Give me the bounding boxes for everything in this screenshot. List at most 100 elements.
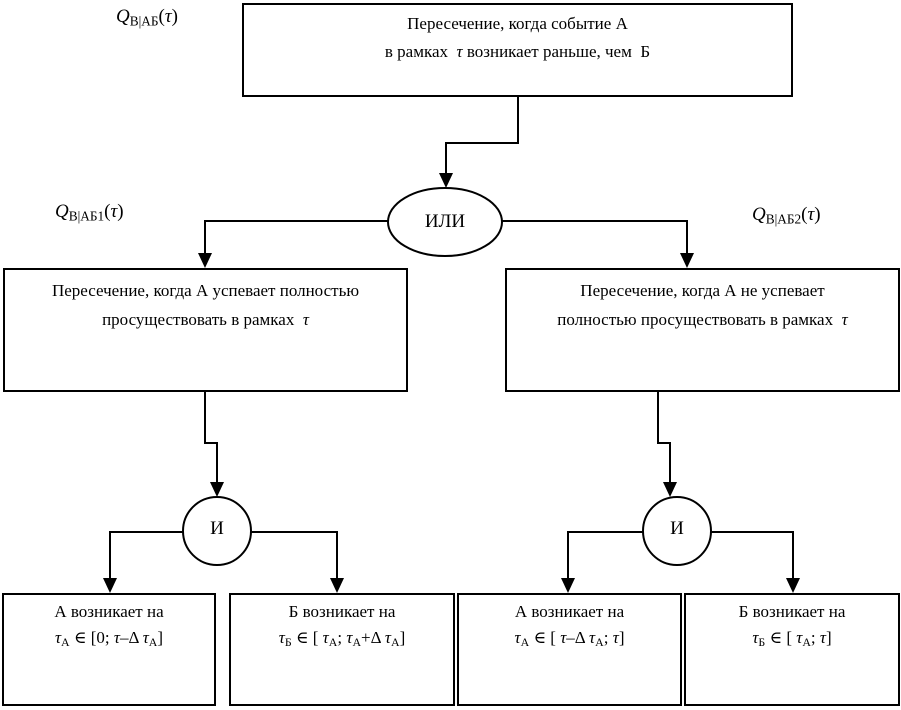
box-leaf-b-occurs-interval-1: Б возникает на τБ ∈ [ τА; τА+Δ τА] (229, 593, 455, 706)
text-segment: τ (54, 628, 62, 647)
text-segment: просуществовать в рамках (102, 310, 303, 329)
and-right-node-label: И (670, 518, 684, 539)
arrowhead-into-and-right (663, 482, 677, 497)
connector-and-right-to-leaf3 (567, 531, 643, 579)
formula-label-q-right-branch: QВ|АБ2(τ) (752, 204, 821, 227)
or-node-label: ИЛИ (424, 211, 466, 232)
box-a-does-not-complete-in-time: Пересечение, когда А не успевает полност… (505, 268, 900, 392)
text-segment: τ (819, 628, 826, 647)
text-segment: τ (514, 628, 521, 647)
text-segment: τ (752, 628, 759, 647)
box-text-line: в рамках τ возникает раньше, чем Б (244, 38, 791, 66)
text-segment: τ (589, 628, 596, 647)
text-segment: Б возникает на (738, 602, 846, 621)
connector-root-to-or (445, 97, 519, 174)
text-segment: ; (810, 628, 820, 647)
box-formula-line: τБ ∈ [ τА; τА+Δ τА] (231, 625, 453, 655)
text-segment: В|АБ1 (68, 208, 105, 224)
connector-right-box-to-and (657, 392, 671, 483)
text-segment: τ (322, 628, 329, 647)
text-segment: τ (302, 310, 309, 329)
box-text-line: полностью просуществовать в рамках τ (507, 305, 898, 334)
text-segment: τ (841, 310, 848, 329)
connector-or-to-right-box (502, 220, 688, 254)
text-segment: А (61, 634, 70, 649)
or-node-ellipse (387, 187, 503, 257)
text-segment: τ (456, 42, 463, 61)
arrowhead-into-leaf4 (786, 578, 800, 593)
text-segment: возникает раньше, чем Б (462, 42, 651, 61)
text-segment: В|АБ (129, 13, 159, 29)
connector-or-to-left-box (204, 220, 388, 254)
text-segment: ( (158, 6, 165, 27)
text-segment: τ (110, 201, 118, 222)
arrowhead-into-and-left (210, 482, 224, 497)
box-formula-line: τА ∈ [ τ–Δ τА; τ] (459, 625, 680, 655)
text-segment: τ (346, 628, 353, 647)
text-segment: ] (157, 628, 164, 647)
arrowhead-into-or (439, 173, 453, 188)
text-segment: Б возникает на (288, 602, 396, 621)
box-leaf-a-occurs-interval-1: А возникает на τА ∈ [0; τ–Δ τА] (2, 593, 216, 706)
text-segment: –Δ (566, 628, 590, 647)
text-segment: ) (814, 204, 821, 225)
box-formula-line: τА ∈ [0; τ–Δ τА] (4, 625, 214, 655)
text-segment: +Δ (361, 628, 385, 647)
arrowhead-into-leaf1 (103, 578, 117, 593)
box-text-line: Б возникает на (686, 599, 898, 625)
text-segment: τ (113, 628, 120, 647)
text-segment: τ (142, 628, 149, 647)
text-segment: ( (104, 201, 111, 222)
text-segment: τ (796, 628, 803, 647)
text-segment: Б (284, 634, 292, 649)
box-leaf-a-occurs-interval-2: А возникает на τА ∈ [ τ–Δ τА; τ] (457, 593, 682, 706)
box-intersection-root: Пересечение, когда событие А в рамках τ … (242, 3, 793, 97)
text-segment: ; (603, 628, 613, 647)
text-segment: ∈ [ (765, 628, 797, 647)
box-text-line: А возникает на (4, 599, 214, 625)
and-left-node-label: И (210, 518, 224, 539)
text-segment: Б (758, 634, 766, 649)
connector-and-right-to-leaf4 (711, 531, 794, 579)
arrowhead-into-left-box (198, 253, 212, 268)
text-segment: А (390, 634, 400, 649)
text-segment: А возникает на (514, 602, 625, 621)
text-segment: –Δ (119, 628, 143, 647)
box-formula-line: τБ ∈ [ τА; τ] (686, 625, 898, 655)
text-segment: Q (116, 6, 130, 27)
text-segment: полностью просуществовать в рамках (557, 310, 842, 329)
box-leaf-b-occurs-interval-2: Б возникает на τБ ∈ [ τА; τ] (684, 593, 900, 706)
text-segment: ; (337, 628, 347, 647)
text-segment: ] (826, 628, 832, 647)
text-segment: ] (399, 628, 406, 647)
text-segment: Пересечение, когда событие А (407, 14, 628, 33)
text-segment: ∈ [ (529, 628, 561, 647)
text-segment: ) (171, 6, 178, 27)
box-text-line: Пересечение, когда событие А (244, 10, 791, 38)
text-segment: А (802, 634, 811, 649)
text-segment: А (595, 634, 604, 649)
box-text-line: Пересечение, когда А не успевает (507, 276, 898, 305)
connector-left-box-to-and (204, 392, 218, 483)
text-segment: А возникает на (54, 602, 164, 621)
formula-label-q-left-branch: QВ|АБ1(τ) (55, 201, 124, 224)
text-segment: А (352, 634, 362, 649)
text-segment: ) (117, 201, 124, 222)
formula-label-q-root: QВ|АБ(τ) (116, 6, 178, 29)
text-segment: ∈ [ (291, 628, 323, 647)
arrowhead-into-right-box (680, 253, 694, 268)
text-segment: ∈ [0; (69, 628, 114, 647)
text-segment: τ (384, 628, 391, 647)
text-segment: ( (801, 204, 808, 225)
arrowhead-into-leaf3 (561, 578, 575, 593)
arrowhead-into-leaf2 (330, 578, 344, 593)
text-segment: А (148, 634, 158, 649)
connector-and-left-to-leaf1 (109, 531, 183, 579)
text-segment: А (520, 634, 530, 649)
box-text-line: А возникает на (459, 599, 680, 625)
text-segment: Q (752, 204, 766, 225)
text-segment: τ (807, 204, 815, 225)
box-text-line: Пересечение, когда А успевает полностью (5, 276, 406, 305)
